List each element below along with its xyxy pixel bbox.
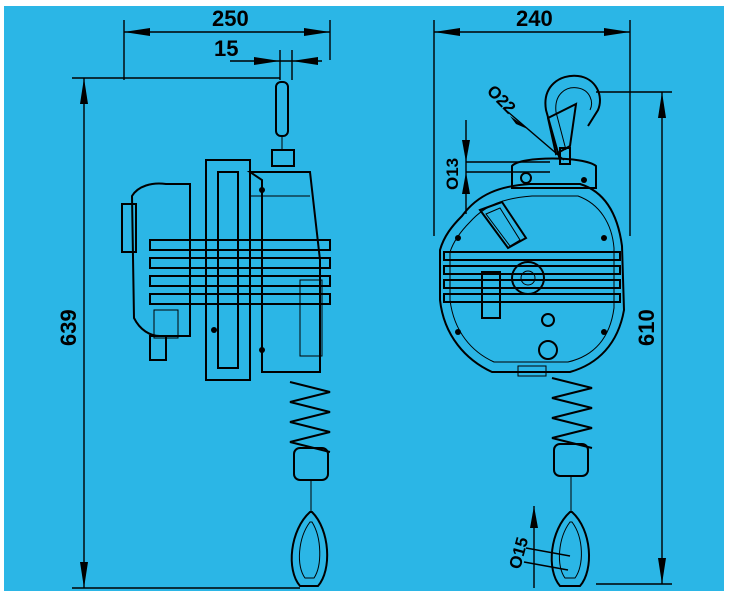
eye-diameter-dimension: O13 <box>443 120 550 214</box>
front-height-dimension: 610 <box>596 91 672 585</box>
front-view: 240 610 O22 O13 O15 <box>433 6 672 588</box>
side-offset-dimension: 15 <box>214 36 322 80</box>
side-view: 250 15 639 <box>56 6 331 589</box>
side-width-label: 250 <box>212 6 249 31</box>
front-height-label: 610 <box>634 309 659 346</box>
front-housing <box>439 157 626 377</box>
side-offset-label: 15 <box>214 36 238 61</box>
front-carabiner <box>550 511 590 587</box>
side-housing <box>121 159 331 381</box>
front-spring <box>551 377 593 512</box>
side-height-label: 639 <box>56 309 81 346</box>
side-spring <box>289 381 331 512</box>
side-height-dimension: 639 <box>56 77 300 589</box>
drawing-background <box>4 6 724 591</box>
carabiner-diameter-dimension: O15 <box>506 506 571 588</box>
front-width-label: 240 <box>516 6 553 31</box>
front-width-dimension: 240 <box>433 6 631 236</box>
eye-diameter-label: O13 <box>443 158 462 190</box>
side-top-hook <box>271 81 295 167</box>
side-carabiner <box>290 511 329 587</box>
front-top-hook <box>544 74 601 165</box>
side-width-dimension: 250 <box>123 6 331 80</box>
